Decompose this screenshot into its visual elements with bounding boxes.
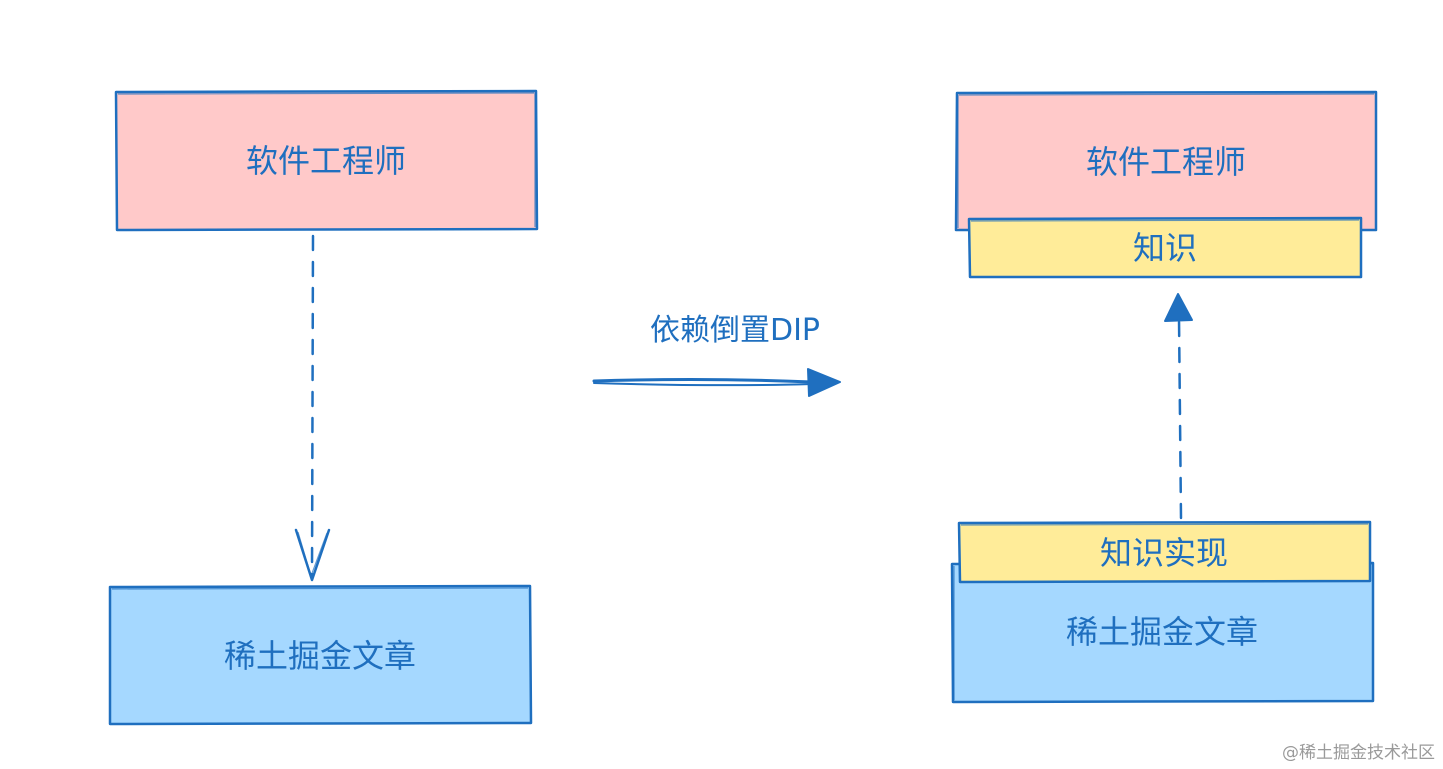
left-engineer-label: 软件工程师 <box>246 142 406 180</box>
left-engineer-box: 软件工程师 <box>114 89 539 232</box>
knowledge-interface-box: 知识 <box>967 216 1363 279</box>
left-dependency-arrow <box>294 234 331 582</box>
right-engineer-box: 软件工程师 <box>954 90 1378 232</box>
right-article-box: 稀土掘金文章 <box>950 561 1375 704</box>
left-article-label: 稀土掘金文章 <box>224 637 416 675</box>
dip-transform-arrow: 依赖倒置DIP <box>592 313 841 397</box>
left-article-box: 稀土掘金文章 <box>108 584 533 726</box>
knowledge-impl-box: 知识实现 <box>957 520 1372 584</box>
right-dependency-arrow <box>1164 293 1193 520</box>
right-engineer-label: 软件工程师 <box>1086 143 1246 181</box>
knowledge-impl-label: 知识实现 <box>1100 534 1228 572</box>
knowledge-interface-label: 知识 <box>1133 229 1197 267</box>
right-article-label: 稀土掘金文章 <box>1066 613 1258 651</box>
watermark: @稀土掘金技术社区 <box>1282 743 1435 763</box>
dip-arrow-label: 依赖倒置DIP <box>650 313 820 348</box>
